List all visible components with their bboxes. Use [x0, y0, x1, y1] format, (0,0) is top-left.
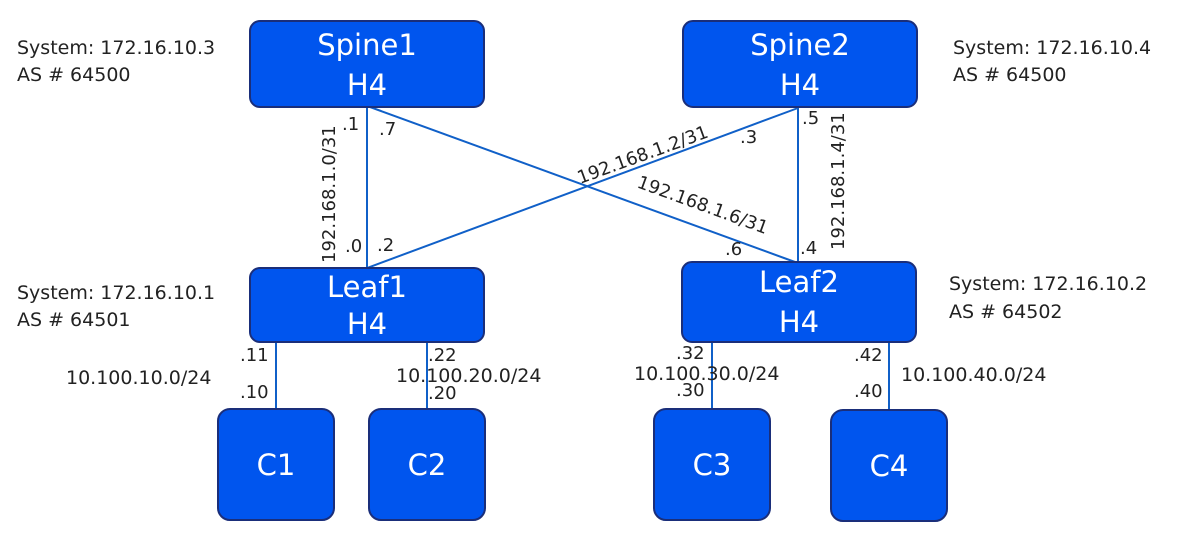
ip-leaf1-to-spine2: .2 [377, 235, 394, 256]
ip-spine2-to-leaf1: .3 [740, 127, 757, 148]
ip-leaf1-to-spine1: .0 [345, 236, 362, 257]
link-spine2-leaf1 [366, 107, 799, 269]
subnet-spine2-leaf2: 192.168.1.4/31 [828, 112, 849, 250]
ip-leaf2-to-spine1: .6 [725, 239, 742, 260]
leaf1-node[interactable]: Leaf1 H4 [249, 267, 485, 343]
ip-spine1-to-leaf2: .7 [379, 119, 396, 140]
leaf1-name: Leaf1 [327, 270, 407, 304]
leaf2-node[interactable]: Leaf2 H4 [681, 261, 917, 343]
spine1-node[interactable]: Spine1 H4 [249, 20, 485, 108]
subnet-leaf1-c1: 10.100.10.0/24 [66, 367, 211, 389]
c2-name: C2 [408, 448, 447, 482]
ip-c1: .10 [240, 382, 269, 403]
ip-leaf1-to-c1: .11 [240, 345, 269, 366]
c4-name: C4 [870, 449, 909, 483]
leaf2-as-label: AS # 64502 [949, 301, 1063, 323]
ip-spine2-to-leaf2: .5 [802, 108, 819, 129]
c1-name: C1 [257, 448, 296, 482]
leaf1-model: H4 [347, 307, 387, 341]
spine2-model: H4 [780, 68, 820, 102]
spine2-system-label: System: 172.16.10.4 [953, 37, 1151, 59]
c3-name: C3 [693, 448, 732, 482]
c2-node[interactable]: C2 [368, 408, 486, 521]
c3-node[interactable]: C3 [653, 408, 771, 521]
leaf2-system-label: System: 172.16.10.2 [949, 273, 1147, 295]
c1-node[interactable]: C1 [217, 408, 335, 521]
subnet-leaf2-c3: 10.100.30.0/24 [634, 363, 779, 385]
subnet-leaf1-c2: 10.100.20.0/24 [396, 365, 541, 387]
c4-node[interactable]: C4 [830, 409, 948, 522]
leaf2-name: Leaf2 [759, 265, 839, 299]
ip-c3: .30 [676, 380, 705, 401]
leaf2-model: H4 [779, 305, 819, 339]
ip-leaf2-to-c4: .42 [854, 345, 883, 366]
ip-c2: .20 [428, 383, 457, 404]
ip-leaf2-to-spine2: .4 [800, 238, 817, 259]
ip-spine1-to-leaf1: .1 [342, 114, 359, 135]
spine2-node[interactable]: Spine2 H4 [682, 20, 918, 108]
subnet-spine1-leaf1: 192.168.1.0/31 [319, 125, 340, 263]
link-spine1-leaf2 [369, 106, 796, 263]
ip-c4: .40 [854, 381, 883, 402]
subnet-leaf2-c4: 10.100.40.0/24 [901, 364, 1046, 386]
leaf1-system-label: System: 172.16.10.1 [17, 282, 215, 304]
spine2-name: Spine2 [750, 28, 850, 62]
leaf1-as-label: AS # 64501 [17, 309, 131, 331]
spine1-system-label: System: 172.16.10.3 [17, 37, 215, 59]
spine1-name: Spine1 [317, 28, 417, 62]
ip-leaf2-to-c3: .32 [676, 343, 705, 364]
spine2-as-label: AS # 64500 [953, 64, 1067, 86]
ip-leaf1-to-c2: .22 [428, 345, 457, 366]
spine1-as-label: AS # 64500 [17, 64, 131, 86]
spine1-model: H4 [347, 68, 387, 102]
